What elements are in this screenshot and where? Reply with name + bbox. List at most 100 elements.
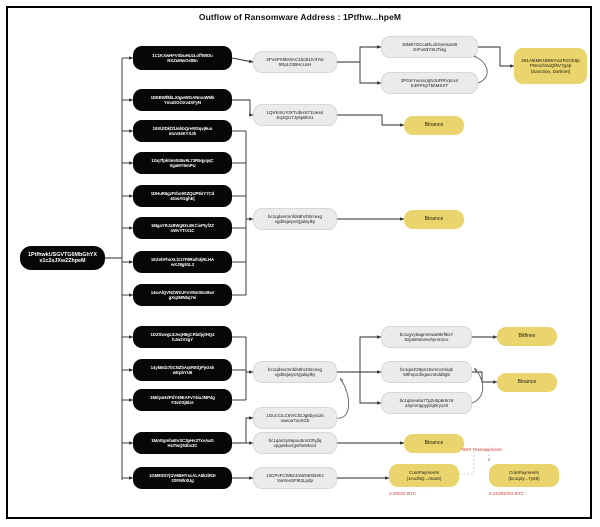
endpoint-label: Binance [424,440,444,447]
intermediate-line1: 13CPvFCWBz4oWN9XB3Kz [266,472,324,478]
intermediate-line2: vgd5sjwysrQjalaylky [274,219,316,224]
address-line1: 1DZSwvgL8JvqH8gCRlafpjtHQ4 [150,331,215,337]
tier3-line1: bc1qtneu6a77g2u5p8r6rz6 [399,397,454,403]
root-address-node[interactable]: 1PtfhwkUSGVTG6MbGhYX x1c2sJXw2ZhpeM [20,246,105,270]
address-line2: HUTwQ53bs3C [167,443,198,448]
coinpayments-address: (1AxzbQ...mao6) [406,475,442,481]
address-line2: mUv34KYXJh [168,131,197,136]
endpoint-label: Bitfinex [518,333,536,340]
address-line2: NXZuMwOstBn [167,58,198,63]
address-line1: 19XUtDkfZUobbQreWSqvj9uu [152,125,213,131]
tier3-line2: E4RPSjr7bbMSXT [410,83,449,88]
intermediate-line1: 1QVKmUYtXTUbHS71UesK [266,109,324,115]
address-line2: gXq2MN5q7ei [168,295,197,300]
address-line1: 1DEBWf8bLXtgwWGANmuWMk [150,94,215,100]
endpoint-node-binance-1[interactable]: Binance [404,116,464,135]
endpoint-label: Binance [424,122,444,129]
tier3-line2: GrFu83YSUTiag [412,47,447,52]
endpoint-label: Binance [424,216,444,223]
intermediate-line2: 5RpLGtBHcUvH [278,62,312,67]
address-line2: wEpbYU6 [172,370,193,375]
address-line2: hJw2V3gY [171,337,194,342]
address-line1: 14ykBdz7bCNZbAqrR8iQPje2sk [150,364,215,370]
address-line2: 4GwAGghEj [170,196,195,201]
intermediate-line1: bc1qdsermnfds8hch5rcexg [267,366,323,372]
tier3-line1: bc1qxiztz6pnz6xmncrmiqk [400,366,453,372]
endpoint-node-sanction[interactable]: 361AktMKNNWYwZRzCE8p PNmohSaQf6V7g4p (Sa… [514,48,587,84]
root-address-line1: 1PtfhwkUSGVTG6MbGhYX [28,251,97,258]
address-line2: wXJ8g91L3 [171,262,194,267]
address-line1: 1DHuR6gzPrbo9SZQUP8irY7Cd [150,190,215,196]
endpoint-node-coinpayments-1[interactable]: CoinPayments (1AxzbQ...mao6) [389,464,459,487]
address-line2: XgaMY9mPU [169,163,196,168]
address-line1: 14wAlQVNZWGJFoV8mSEcBwr [150,289,215,295]
intermediate-line2: vpgu8kurrgvths60ac4 [273,443,317,448]
endpoint-node-bitfinex[interactable]: Bitfinex [497,327,557,346]
page-title: Outflow of Ransomware Address : 1Ptfhw..… [198,12,402,22]
endpoint-node-coinpayments-2[interactable]: CoinPayments (bc1q3y...7y88) [489,464,559,487]
endpoint-node-binance-3[interactable]: Binance [497,373,557,392]
intermediate-line2: oaeoa7uvSGb [280,418,310,423]
tier3-line1: 16M67GCcaRLckGoHxuN9 [401,41,458,47]
amount-label-right: 0.21291701 BTC [489,491,524,496]
intermediate-line1: 3FVsPX9kNtAC1bcB1lV4Yor [266,56,324,62]
address-line2: oWvYTrX1C [170,228,195,233]
address-line1: 1MAEgmhaEvSC3pHs3TxvAaG [151,437,214,443]
coinpayments-address: (bc1q3y...7y88) [508,475,540,481]
coinpayments-label: CoinPayments [509,470,539,476]
intermediate-line1: 1GUcCiLC6VICtGJg6byxx2s [266,412,324,418]
address-line1: 1EZehFhoXLG17F8Ro/h3jRLHA [150,256,215,262]
address-line1: 1MgaYRJxBWg92L8KCisPIyfZZ [151,222,214,228]
tier3-line2: a3ymmppyjs5j0iryxz8 [404,403,448,408]
endpoint-node-binance-4[interactable]: Binance [404,434,464,453]
address-line2: F3vDSj8ize [171,400,194,405]
endpoint-label: Binance [517,379,537,386]
intermediate-line2: Eq3QU7Jy5pBbs1 [276,115,314,120]
root-address-line2: x1c2sJXw2ZhpeM [39,258,86,264]
tier3-line2: 8zjats92sevvhynm2cx [404,337,449,342]
address-line1: 1Gq7fpktimr845v9L73R5qyqqC [151,157,214,163]
intermediate-line2: XwXexSF9t2Lpdp [276,478,314,483]
address-line1: 1MdyaHZPdY49EAFvT4iuJMP4g [150,394,215,400]
intermediate-line1: bc1qan2y9apuu5nn22tyjfq [268,437,322,443]
sanction-line2: PNmohSaQf6V7g4p [529,63,572,69]
address-line1: 1C1KXwHFVSbuHUzLofftWDu [152,52,213,58]
transactions-annotation: *500 Transactions [461,448,502,453]
tier3-line1: bc1qyry5agnmswa9krf9ix7 [399,331,454,337]
sanction-line1: 361AktMKNNWYwZRzCE8p [521,57,580,63]
sanction-line3: (Sanction, Darknet) [530,68,571,74]
amount-label-left: 0.00022 BTC [389,491,417,496]
endpoint-node-binance-2[interactable]: Binance [404,210,464,229]
intermediate-line2: vgd5sjwysrQjalaylky [274,372,316,377]
address-line1: 1GM8SDYjUV6BHYscALA5k2iR3r [149,472,216,478]
address-line2: 2SFMhXUg [171,478,194,483]
coinpayments-label: CoinPayments [409,470,439,476]
intermediate-line1: bc1qdsermnfds8hch5rcexg [267,213,323,219]
